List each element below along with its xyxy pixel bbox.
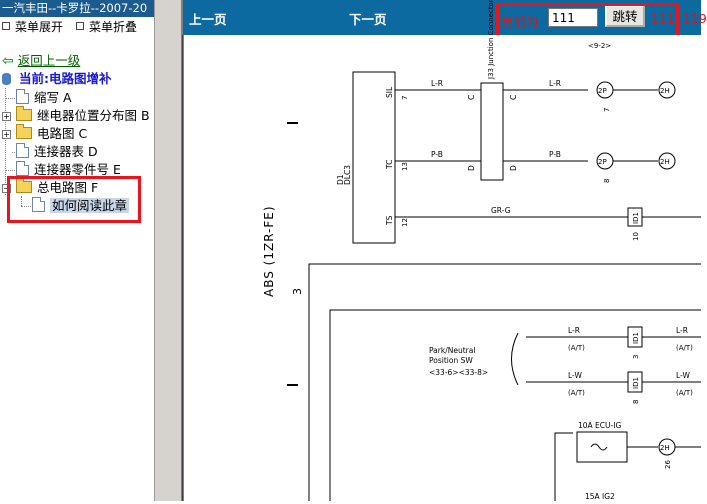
fuse-box <box>576 431 628 463</box>
wire-color-label: P-B <box>431 150 443 159</box>
next-page-link[interactable]: 下一页 <box>349 12 387 27</box>
pin-name: TC <box>385 160 394 170</box>
page-number-input[interactable] <box>548 8 598 27</box>
connector-label: 2P <box>598 158 607 166</box>
folder-icon <box>16 124 32 139</box>
pin-number: 13 <box>401 162 409 171</box>
red-highlight-box <box>7 176 141 223</box>
document-icon <box>16 89 29 104</box>
current-node: 当前:电路图增补 <box>2 70 111 88</box>
jump-button[interactable]: 跳转 <box>605 5 645 27</box>
document-icon <box>16 161 29 176</box>
connector-number: 26 <box>664 460 672 469</box>
back-link[interactable]: ⇦ 返回上一级 <box>2 53 81 69</box>
document-icon <box>32 197 45 212</box>
junction-pin: D <box>509 165 518 171</box>
wire-color-label: L-W <box>568 371 582 380</box>
tree-item-connector-part-number[interactable]: 连接器零件号 E <box>16 161 121 177</box>
switch-label: Park/Neutral <box>429 346 475 355</box>
fuse-symbol <box>590 443 608 451</box>
wire-variant-label: (A/T) <box>568 389 585 397</box>
dlc-label: D1 <box>336 174 345 185</box>
expand-icon <box>2 22 10 30</box>
connector-number: 3 <box>632 355 640 359</box>
junction-label: J33 Junction Connector <box>487 0 495 80</box>
frame-splitter[interactable] <box>154 0 183 501</box>
wire-color-label: L-R <box>431 79 443 88</box>
wire-color-label: L-R <box>568 326 580 335</box>
connector-label: 2P <box>598 87 607 95</box>
menu-expand-button[interactable]: 菜单展开 <box>2 19 63 35</box>
connector-symbol <box>658 152 676 170</box>
wire <box>554 432 573 501</box>
connector-label: 2H <box>660 444 670 452</box>
wire-variant-label: (A/T) <box>568 344 585 352</box>
connector-number: 10 <box>632 232 640 241</box>
wire-color-label: L-R <box>549 79 561 88</box>
green-back-arrow-icon: ⇦ <box>2 53 14 69</box>
connector-symbol <box>658 81 676 99</box>
wire-color-label: GR-G <box>491 206 511 215</box>
pin-number: 7 <box>401 96 409 100</box>
fuse-label: 10A ECU-IG <box>578 421 621 430</box>
pin-name: TS <box>385 215 394 226</box>
tree-item-connector-list[interactable]: 连接器表 D <box>16 143 98 161</box>
database-icon <box>2 73 11 85</box>
tree-item-how-to-read[interactable]: 如何阅读此章 <box>32 197 130 215</box>
prev-page-link[interactable]: 上一页 <box>189 12 227 27</box>
pin-number: 12 <box>401 218 409 227</box>
connector-label: 2H <box>660 158 670 166</box>
document-icon <box>16 143 29 158</box>
expand-toggle-icon[interactable]: + <box>2 112 11 121</box>
switch-label: Position SW <box>429 356 473 365</box>
connector-number: 8 <box>632 400 640 404</box>
connector-label: 2H <box>660 87 670 95</box>
total-page-number: 119 <box>683 11 707 26</box>
connector-number: 7 <box>603 108 611 112</box>
collapse-icon <box>76 22 84 30</box>
wire-color-label: P-B <box>549 150 561 159</box>
wire-variant-label: (A/T) <box>676 344 693 352</box>
connector-label: ID1 <box>632 212 640 224</box>
tree-item-circuit-diagram[interactable]: 电路图 C <box>16 124 87 143</box>
tree-item-overall-wiring[interactable]: 总电路图 F <box>16 178 98 197</box>
switch-reference: <33-6><33-8> <box>429 368 488 377</box>
pin-name: SIL <box>385 86 394 98</box>
expand-toggle-icon[interactable]: + <box>2 130 11 139</box>
wire-variant-label: (A/T) <box>676 389 693 397</box>
tree-item-abbreviation[interactable]: 缩写 A <box>16 89 72 107</box>
connector-label: ID1 <box>632 332 640 344</box>
connector-number: 8 <box>603 179 611 183</box>
collapse-toggle-icon[interactable]: − <box>2 184 11 193</box>
tree-item-relay-location[interactable]: 继电器位置分布图 B <box>16 106 150 125</box>
page-mark: 3 <box>291 288 304 295</box>
folder-icon <box>16 106 32 121</box>
window-title: 一汽丰田--卡罗拉--2007-20 <box>0 0 154 17</box>
wire-color-label: L-W <box>676 371 690 380</box>
junction-pin: C <box>509 95 518 100</box>
fuse-label: 15A IG2 <box>585 492 615 501</box>
current-page-label: 当前为 <box>501 14 539 29</box>
reference-label: <9-2> <box>588 42 611 50</box>
dlc-label: DLC3 <box>343 165 352 185</box>
bracket <box>511 332 519 386</box>
junction-pin: D <box>467 165 476 171</box>
current-page-number: 111 <box>651 11 675 26</box>
system-label: ABS (1ZR-FE) <box>262 205 276 297</box>
navigation-panel: 一汽丰田--卡罗拉--2007-20 菜单展开 菜单折叠 ⇦ 返回上一级 当前:… <box>0 0 154 501</box>
connector-label: ID1 <box>632 377 640 389</box>
menu-collapse-button[interactable]: 菜单折叠 <box>76 19 137 35</box>
wire-color-label: L-R <box>676 326 688 335</box>
junction-pin: C <box>467 95 476 100</box>
